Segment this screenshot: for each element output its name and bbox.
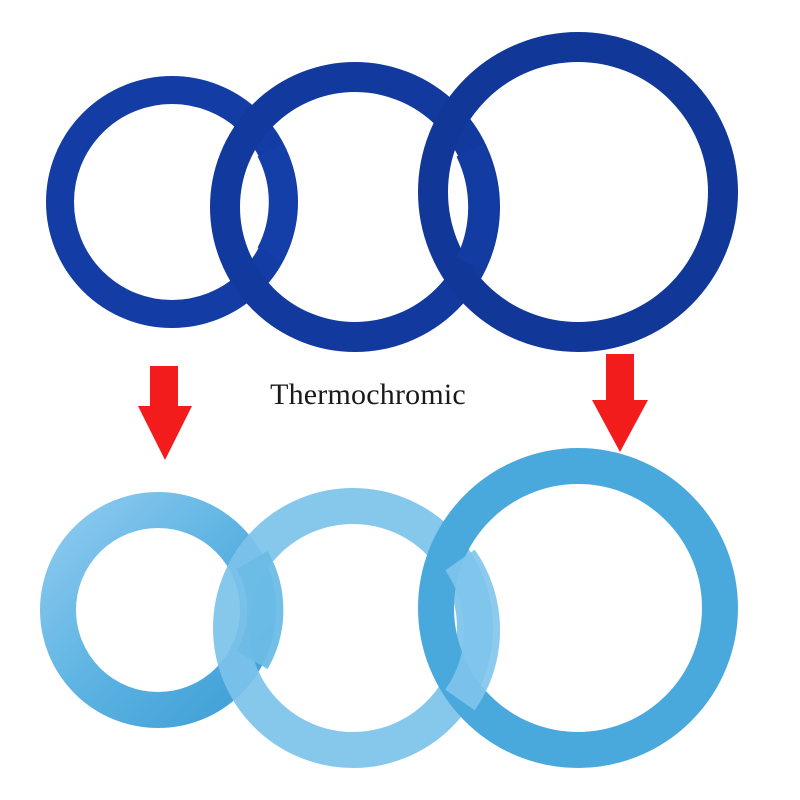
cold-rings-group [46, 32, 738, 352]
cold-ring-small-overlap [257, 143, 297, 261]
arrow-left [138, 366, 192, 460]
cold-ring-large [418, 32, 738, 352]
warm-rings-group [40, 448, 738, 768]
warm-ring-large [418, 448, 738, 768]
arrow-right [592, 354, 648, 452]
thermochromic-label: Thermochromic [270, 378, 466, 411]
arrows-group [138, 354, 648, 460]
warm-ring-small-overlap [236, 551, 284, 669]
cold-ring-medium-overlap [456, 143, 499, 271]
warm-ring-medium-overlap [444, 549, 501, 711]
